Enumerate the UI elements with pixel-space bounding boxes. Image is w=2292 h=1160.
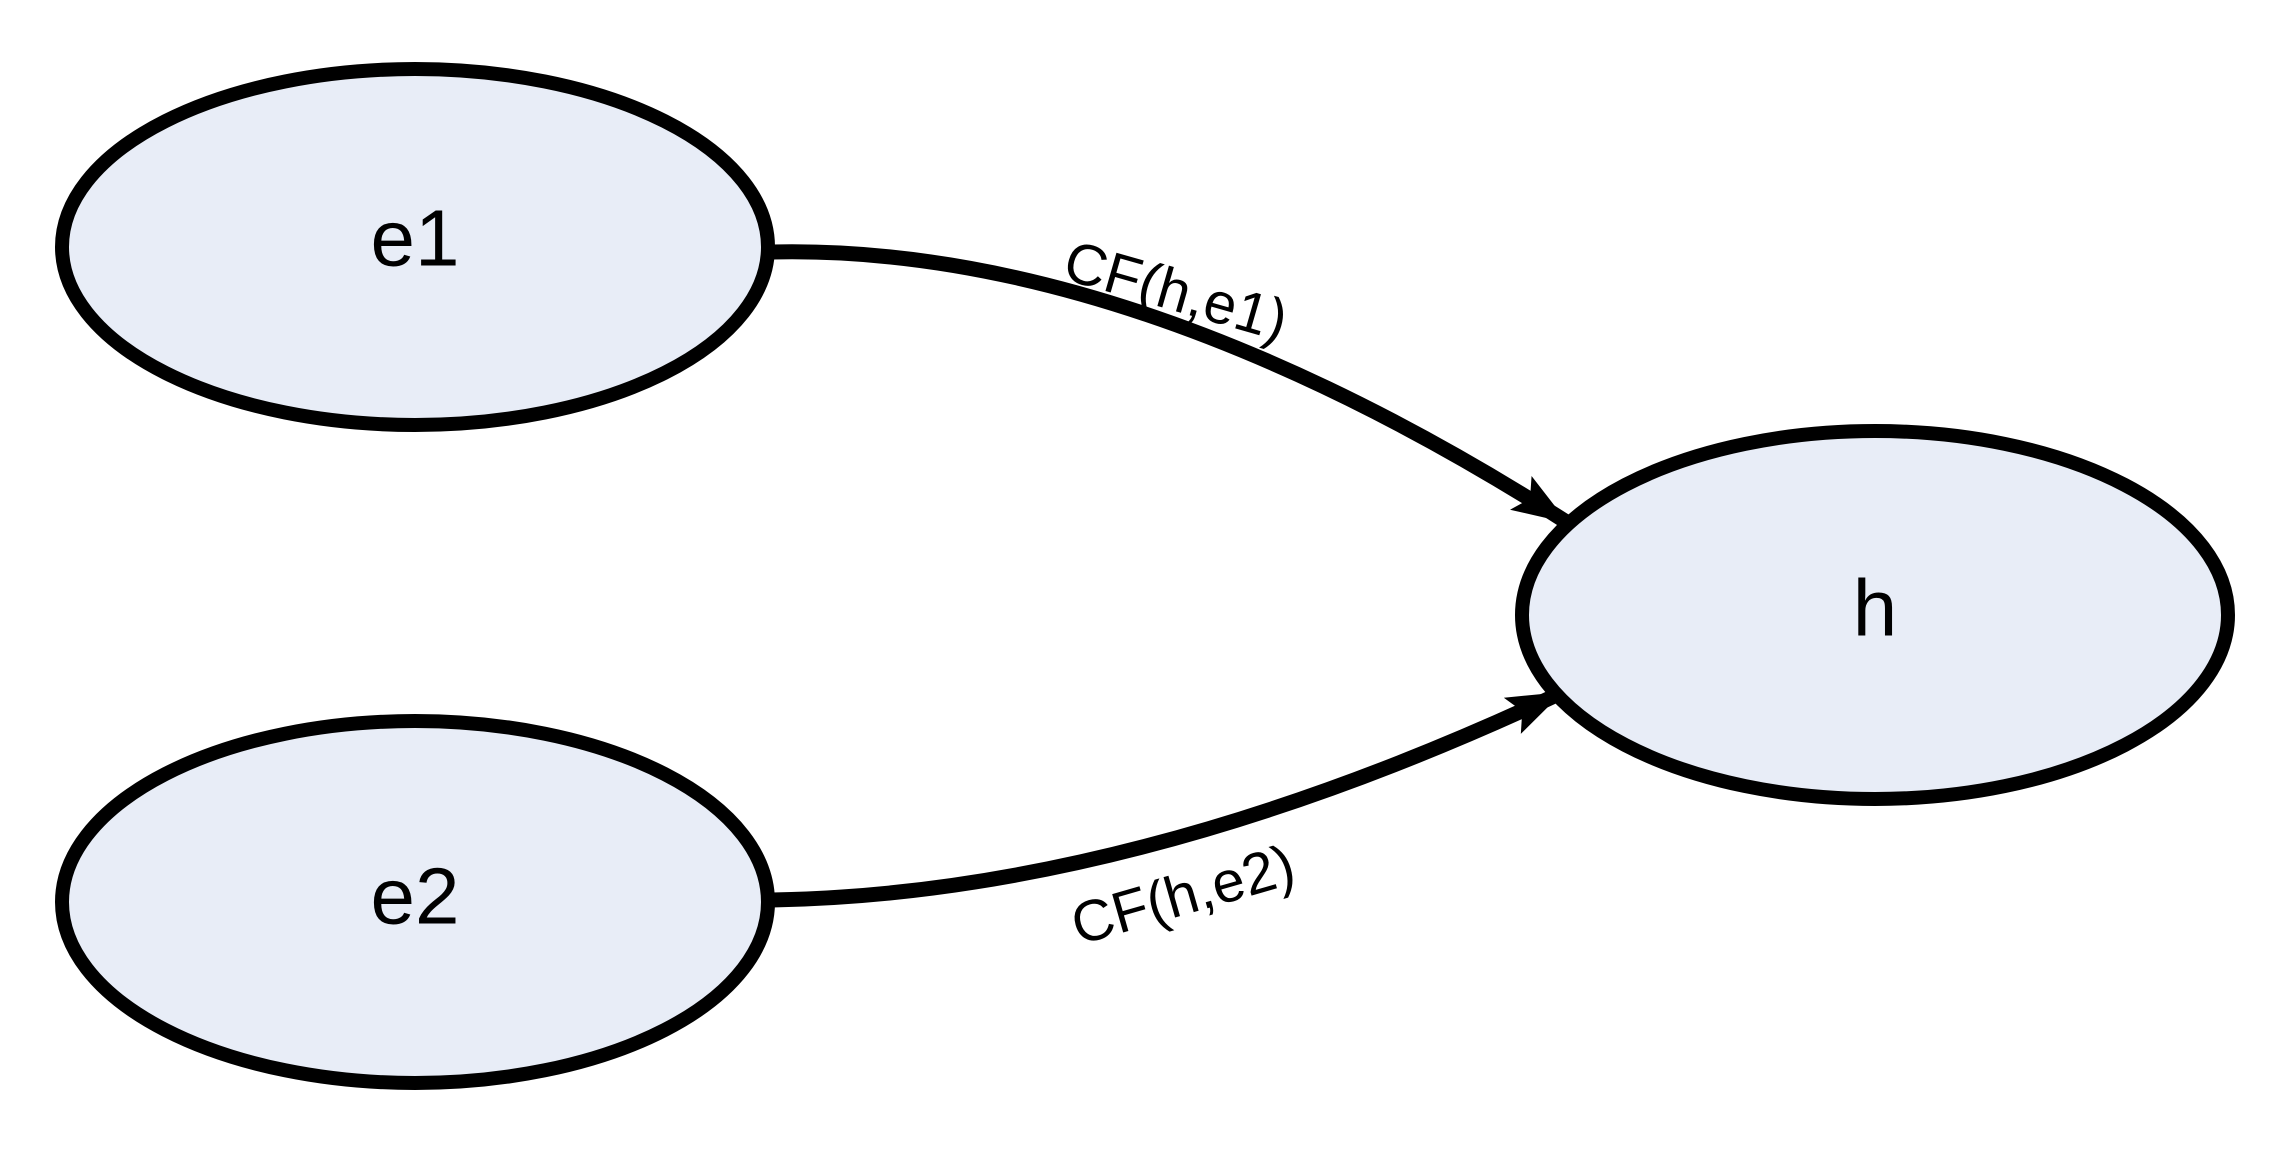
node-label-h: h [1853, 564, 1898, 653]
node-e1 [55, 62, 775, 432]
edge-e1-h [771, 244, 1573, 530]
node-e2 [55, 714, 775, 1090]
edge-e2-h [771, 685, 1567, 908]
edge-label-cf-h-e1: CF(h,e1) [1057, 228, 1295, 354]
node-h [1515, 424, 2235, 806]
node-label-e1: e1 [371, 194, 460, 283]
node-label-e2: e2 [371, 852, 460, 941]
